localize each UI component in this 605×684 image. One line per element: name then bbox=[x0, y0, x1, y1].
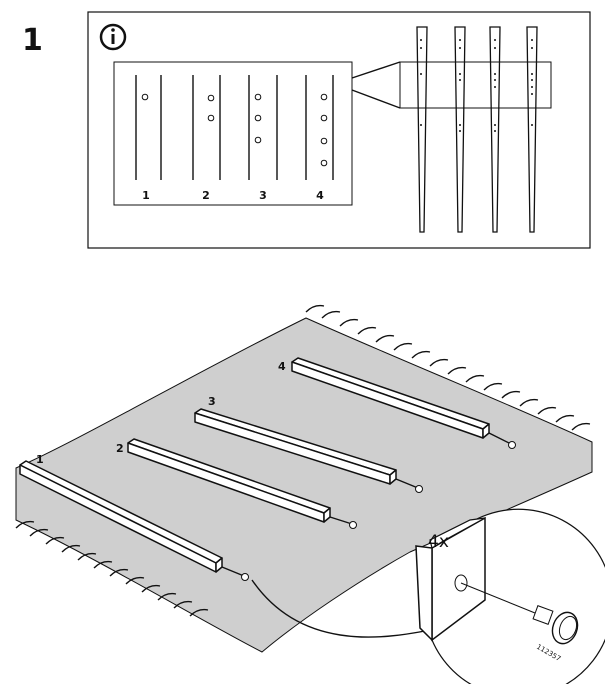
pattern-label: 3 bbox=[259, 189, 267, 202]
hole-pattern-box bbox=[113, 61, 353, 206]
hole-pattern-1: 1 bbox=[135, 75, 162, 202]
beam-label: 3 bbox=[208, 395, 216, 408]
beam-label: 1 bbox=[36, 453, 44, 466]
hole-pattern-3: 3 bbox=[248, 75, 278, 202]
glide-foot-icon bbox=[532, 605, 579, 645]
rug-fringe bbox=[15, 304, 591, 617]
rug bbox=[15, 304, 593, 653]
beam-2: 2 bbox=[116, 438, 357, 529]
pattern-label: 1 bbox=[142, 189, 150, 202]
info-icon bbox=[99, 23, 127, 51]
pattern-label: 4 bbox=[316, 189, 324, 202]
beam-end bbox=[415, 545, 433, 642]
pattern-label: 2 bbox=[202, 189, 210, 202]
beam-1: 1 bbox=[19, 453, 249, 581]
info-panel: 1 2 3 4 bbox=[87, 11, 591, 249]
beam-4: 4 bbox=[278, 357, 516, 449]
hole-pattern-4: 4 bbox=[305, 75, 334, 202]
foot-detail-callout: 4x 112357 bbox=[251, 508, 605, 684]
beam-label: 4 bbox=[278, 360, 286, 373]
zoom-callout-box bbox=[399, 61, 552, 109]
step-number: 1 bbox=[22, 23, 43, 58]
hole-pattern-2: 2 bbox=[192, 75, 221, 202]
quantity-label: 4x bbox=[428, 532, 449, 552]
legs-overview bbox=[416, 26, 538, 233]
beam-label: 2 bbox=[116, 442, 124, 455]
beam-3: 3 bbox=[194, 395, 423, 493]
